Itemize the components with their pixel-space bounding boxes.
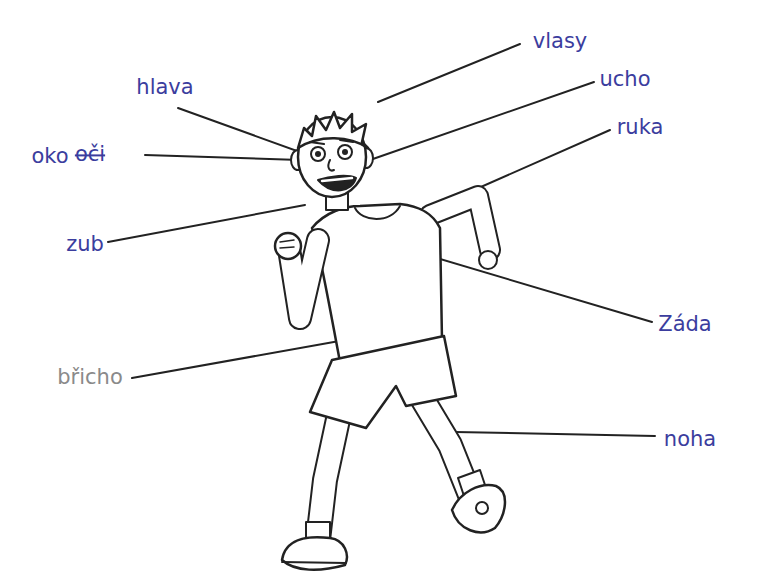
part-label: noha: [664, 427, 716, 452]
part-label: hlava: [136, 75, 193, 100]
leader-lines: [108, 44, 655, 436]
part-label: zub: [66, 232, 104, 257]
part-label: oči: [75, 142, 105, 167]
part-label: břicho: [57, 365, 123, 390]
part-label: oko: [31, 144, 68, 169]
part-label: ucho: [599, 67, 650, 92]
part-label: ruka: [617, 115, 664, 140]
part-label: vlasy: [533, 29, 588, 54]
part-label: Záda: [658, 312, 711, 337]
figure: [275, 112, 505, 570]
